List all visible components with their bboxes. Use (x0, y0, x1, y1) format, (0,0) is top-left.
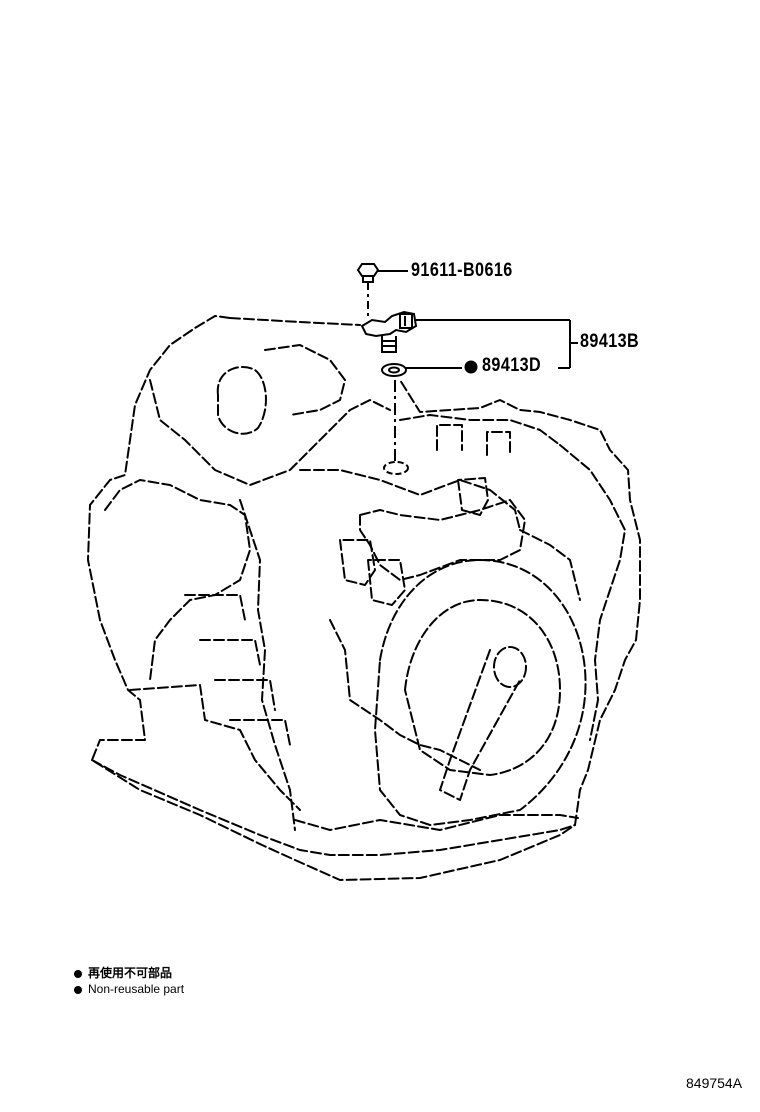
legend-label-en: Non-reusable part (88, 982, 185, 996)
bolt-part-number: 91611-B0616 (411, 260, 513, 281)
differential-inner-ring (404, 599, 561, 776)
left-rib-4 (229, 719, 291, 746)
sensor-mounting-hole (383, 461, 409, 475)
valve-cylinder-3 (457, 477, 489, 516)
differential-housing (374, 559, 587, 826)
stud-left (436, 424, 463, 451)
non-reusable-marker-icon (464, 360, 478, 374)
right-flange (559, 444, 626, 741)
upper-boss-center (264, 344, 346, 416)
center-body-top (299, 469, 521, 531)
upper-boss-right (399, 414, 561, 446)
housing-top-edge (229, 317, 361, 326)
center-lower-body (329, 619, 481, 771)
left-rib-2 (199, 639, 261, 666)
filled-circle-icon (74, 985, 82, 994)
speed-sensor-icon (360, 310, 418, 353)
o-ring-part-number: 89413D (482, 355, 542, 376)
bottom-pan-flange (294, 814, 579, 831)
legend-non-reusable-en: Non-reusable part (74, 982, 184, 996)
transaxle-housing-outline (87, 315, 641, 881)
output-shaft-arm (439, 649, 521, 801)
left-rib-3 (214, 679, 276, 711)
sensor-bracket (416, 319, 578, 369)
right-flange-inner (519, 529, 581, 601)
upper-boss-left (216, 366, 267, 435)
center-body-left (239, 499, 296, 831)
stud-right (486, 431, 511, 456)
left-housing-curve (104, 479, 251, 681)
left-rib-5 (129, 684, 301, 811)
bolt-icon (356, 263, 380, 283)
bell-housing-rim (149, 379, 391, 486)
bottom-pan (91, 759, 576, 856)
legend-label-jp: 再使用不可部品 (88, 966, 173, 980)
valve-cylinder-2 (367, 559, 406, 606)
sensor-assembly-part-number: 89413B (580, 331, 640, 352)
filled-circle-icon (74, 969, 82, 978)
illustration-reference-code: 849754A (686, 1075, 743, 1091)
output-shaft-boss (493, 646, 527, 688)
center-valve-block (359, 499, 526, 581)
left-rib-1 (184, 594, 246, 621)
o-ring-icon (381, 363, 407, 377)
legend-non-reusable-jp: 再使用不可部品 (74, 964, 172, 981)
